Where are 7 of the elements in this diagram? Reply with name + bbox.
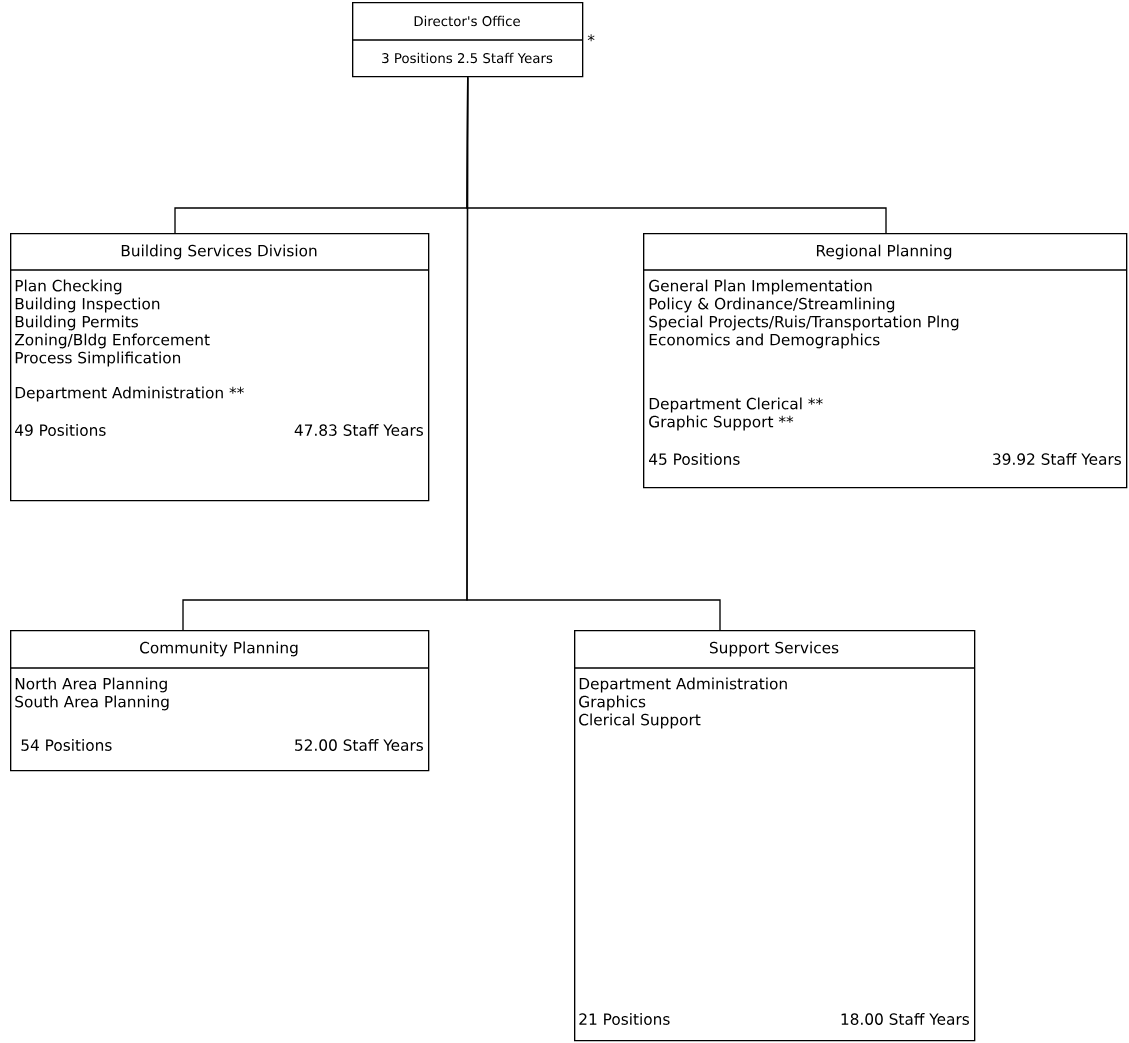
connector-line bbox=[466, 76, 721, 631]
footnote-mark: * bbox=[587, 34, 595, 42]
org-box: Support Services Department Administration Graphics Clerical Support 21 Positions 18.00 Staff Years bbox=[573, 630, 976, 1042]
org-box: Director's Office 3 Positions 2.5 Staff Years bbox=[351, 2, 584, 78]
org-box: Building Services Division Plan Checking Building Inspection Building Permits Zoning/Bldg Enforcement Process Simplification Department Administration ** 49 Positions 47.83 Staff Years bbox=[9, 233, 430, 502]
org-box: Community Planning North Area Planning South Area Planning 54 Positions 52.00 Staff Years bbox=[9, 630, 430, 772]
org-box: Regional Planning General Plan Implementation Policy & Ordinance/Streamlining Special Projects/Ruis/Transportation Plng Economics and Demographics Department Clerical ** Graphic Support ** 45 Positions 39.92 Staff Years bbox=[642, 233, 1128, 489]
